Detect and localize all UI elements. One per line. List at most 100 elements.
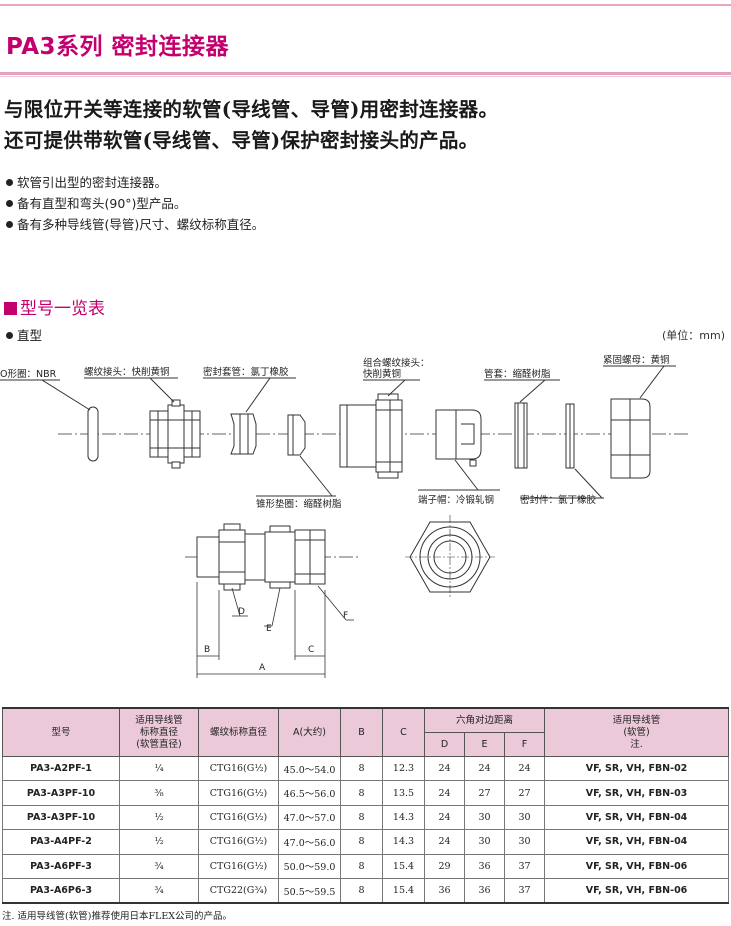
- cell-b: 8: [340, 853, 383, 879]
- feature-text: 软管引出型的密封连接器。: [17, 175, 168, 190]
- cell-f: 27: [503, 780, 546, 806]
- table-subheader-row: D E F: [3, 732, 729, 757]
- cell-model: PA3-A6P6-3: [2, 877, 120, 904]
- cell-d: 24: [424, 804, 465, 831]
- cell-e: 30: [464, 804, 505, 831]
- leader-tube-sleeve: [519, 379, 546, 403]
- dim-label-c: C: [308, 645, 314, 655]
- lead-line-2: 还可提供带软管(导线管、导管)保护密封接头的产品。: [4, 129, 479, 152]
- feature-text: 备有直型和弯头(90°)型产品。: [17, 196, 187, 211]
- cell-f: 30: [503, 804, 546, 831]
- cell-dia: ½: [119, 804, 199, 831]
- feature-bullet-1: 软管引出型的密封连接器。: [6, 172, 167, 191]
- model-spec-table: 型号 适用导线管标称直径(软管直径) 螺纹标称直径 A(大约) B C 六角对边…: [2, 707, 730, 905]
- seal-part: [565, 403, 575, 469]
- cell-c: 15.4: [382, 877, 425, 904]
- cell-thread: CTG16(G½): [198, 829, 279, 855]
- assembled-side-view: [185, 523, 360, 591]
- cell-d: 24: [424, 829, 465, 855]
- section-title-text: 型号一览表: [20, 299, 105, 319]
- col-hex: 六角对边距离: [423, 707, 546, 733]
- feature-bullet-2: 备有直型和弯头(90°)型产品。: [6, 193, 186, 212]
- dim-label-f: F: [343, 611, 348, 621]
- cell-dia: ¾: [119, 877, 199, 904]
- cell-b: 8: [340, 804, 383, 831]
- col-f: F: [503, 732, 546, 757]
- table-header-row: 型号 适用导线管标称直径(软管直径) 螺纹标称直径 A(大约) B C 六角对边…: [2, 707, 730, 757]
- feature-text: 备有多种导线管(导管)尺寸、螺纹标称直径。: [17, 217, 265, 232]
- cell-thread: CTG16(G½): [198, 780, 279, 806]
- footnote: 注. 适用导线管(软管)推荐使用日本FLEX公司的产品。: [2, 911, 233, 922]
- seal-sleeve-part: [230, 413, 257, 455]
- cell-model: PA3-A3PF-10: [2, 780, 120, 806]
- cell-c: 15.4: [382, 853, 425, 879]
- cell-note: VF, SR, VH, FBN-06: [544, 877, 730, 904]
- col-thread: 螺纹标称直径: [198, 707, 279, 757]
- oring-part: [87, 406, 99, 462]
- col-e: E: [464, 732, 505, 757]
- leader-seal-part: [574, 468, 603, 499]
- cell-e: 36: [464, 853, 505, 879]
- label-lock-nut: 紧固螺母：黄铜: [603, 354, 670, 366]
- dim-label-d: D: [238, 607, 245, 617]
- exploded-assembly-drawing: O形圈：NBR 螺纹接头：快削黄铜 密封套管：氯丁橡胶 组合螺纹接头： 快削黄铜…: [0, 354, 690, 678]
- cell-note: VF, SR, VH, FBN-04: [544, 804, 730, 831]
- cell-note: VF, SR, VH, FBN-04: [544, 829, 730, 855]
- cell-model: PA3-A6PF-3: [2, 853, 120, 879]
- cell-d: 36: [424, 877, 465, 904]
- col-b: B: [340, 707, 383, 757]
- leader-thread-joint: [149, 377, 175, 403]
- cell-b: 8: [340, 780, 383, 806]
- dimension-lines: [196, 582, 354, 678]
- cell-d: 24: [424, 780, 465, 806]
- cell-a: 47.0～56.0: [278, 829, 341, 855]
- cell-e: 36: [464, 877, 505, 904]
- cell-e: 24: [464, 755, 505, 782]
- label-thread-joint: 螺纹接头：快削黄铜: [84, 366, 170, 378]
- hex-end-view: [405, 515, 495, 599]
- cell-note: VF, SR, VH, FBN-02: [544, 755, 730, 782]
- page-title: PA3系列 密封连接器: [6, 34, 230, 60]
- cell-thread: CTG16(G½): [198, 853, 279, 879]
- cell-c: 12.3: [382, 755, 425, 782]
- col-d: D: [424, 732, 465, 757]
- thread-joint-part: [149, 399, 201, 469]
- cell-dia: ⅜: [119, 780, 199, 806]
- cell-note: VF, SR, VH, FBN-03: [544, 780, 730, 806]
- label-oring: O形圈：NBR: [0, 368, 57, 380]
- cell-dia: ½: [119, 829, 199, 855]
- col-c: C: [382, 707, 425, 757]
- dim-label-a: A: [259, 663, 266, 673]
- title-rule-thin: [0, 76, 731, 77]
- leader-lock-nut: [639, 365, 665, 399]
- cell-thread: CTG16(G½): [198, 755, 279, 782]
- col-a: A(大约): [278, 707, 341, 757]
- cell-note: VF, SR, VH, FBN-06: [544, 853, 730, 879]
- cell-a: 50.0～59.0: [278, 853, 341, 879]
- label-cone-washer: 锥形垫圈：缩醛树脂: [256, 498, 342, 510]
- leader-oring: [41, 379, 91, 411]
- subtype-text: 直型: [17, 328, 43, 343]
- label-seal-part: 密封件：氯丁橡胶: [520, 494, 597, 506]
- label-combo-joint-1: 组合螺纹接头：: [363, 357, 430, 369]
- cell-model: PA3-A2PF-1: [2, 755, 120, 782]
- cell-dia: ¼: [119, 755, 199, 782]
- dim-label-e: E: [266, 624, 272, 634]
- cell-f: 30: [503, 829, 546, 855]
- cell-d: 24: [424, 755, 465, 782]
- cell-model: PA3-A3PF-10: [2, 804, 120, 831]
- cell-f: 37: [503, 877, 546, 904]
- unit-label: (单位：mm): [661, 329, 725, 342]
- title-rule: [0, 72, 731, 75]
- dim-label-b: B: [204, 645, 210, 655]
- label-end-cap: 端子帽：冷锻轧钢: [418, 494, 494, 506]
- section-title: 型号一览表: [4, 294, 105, 319]
- cell-model: PA3-A4PF-2: [2, 829, 120, 855]
- label-tube-sleeve: 管套：缩醛树脂: [484, 368, 551, 380]
